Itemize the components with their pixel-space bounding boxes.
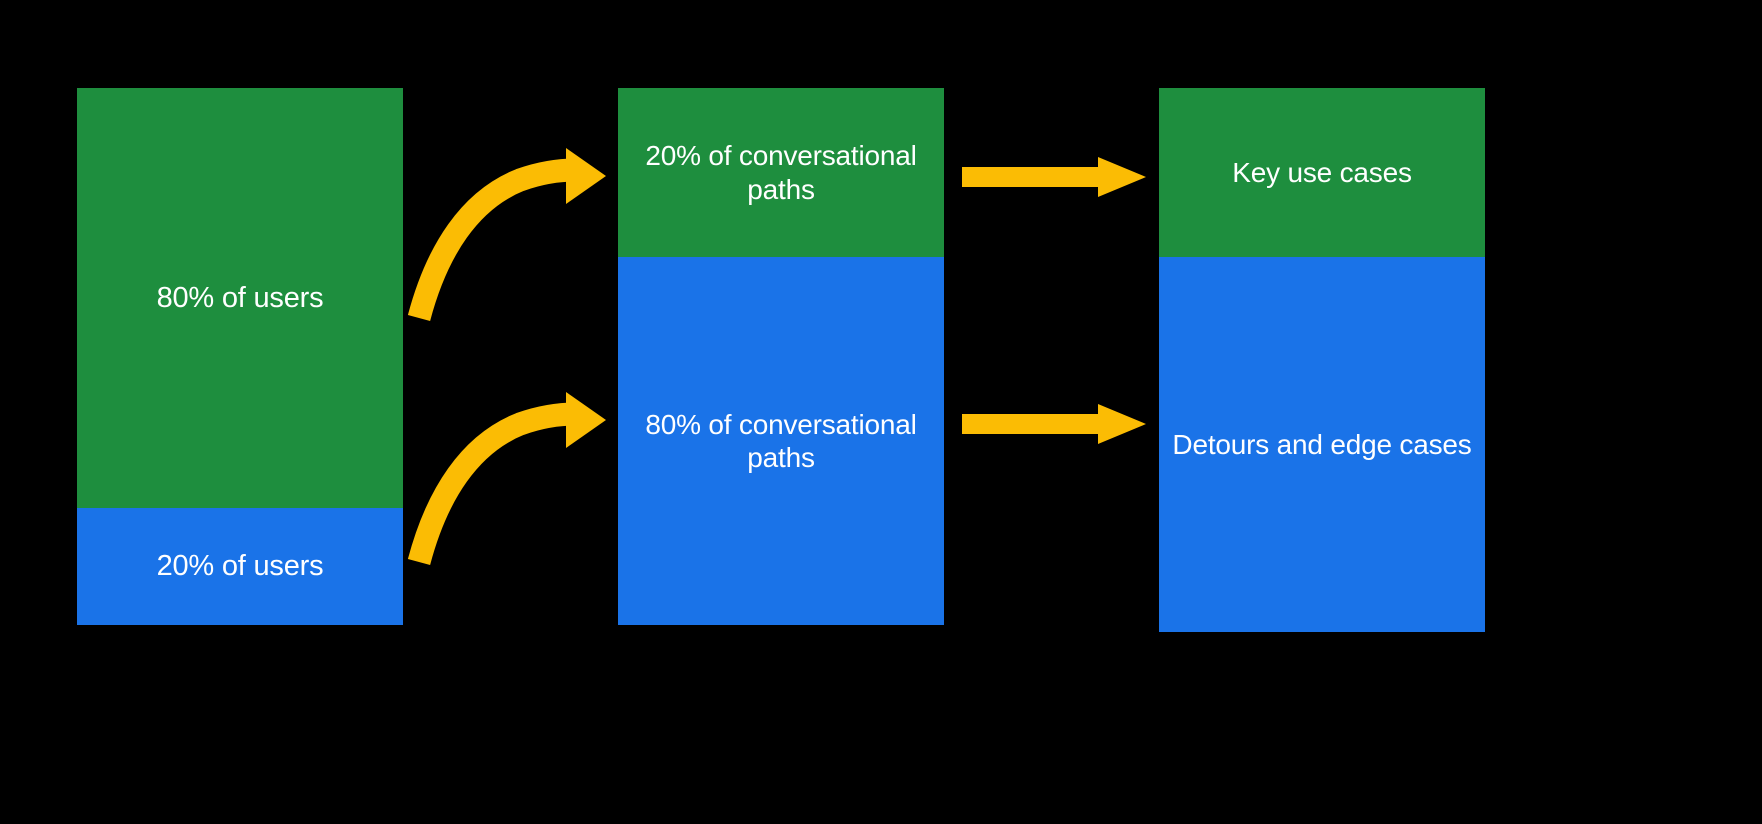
segment-label-users-majority: 80% of users <box>156 281 324 314</box>
straight-arrow-paths-to-key-use-cases[interactable] <box>958 158 1150 200</box>
segment-users-minority[interactable]: 20% of users <box>77 508 403 625</box>
conversational-paths-column: 20% of conversational paths 80% of conve… <box>618 88 944 625</box>
curved-arrow-users-to-key-paths[interactable] <box>405 150 610 330</box>
segment-label-key-use-cases: Key use cases <box>1232 156 1412 188</box>
segment-users-majority[interactable]: 80% of users <box>77 88 403 508</box>
segment-label-paths-minority: 20% of conversational paths <box>645 140 917 205</box>
user-distribution-column: 80% of users 20% of users <box>77 88 403 625</box>
outcomes-column: Key use cases Detours and edge cases <box>1159 88 1485 632</box>
segment-label-detours-edge-cases: Detours and edge cases <box>1172 428 1472 460</box>
segment-paths-minority[interactable]: 20% of conversational paths <box>618 88 944 257</box>
segment-outcome-detours[interactable]: Detours and edge cases <box>1159 257 1485 632</box>
straight-arrow-paths-to-detours[interactable] <box>958 405 1150 447</box>
curved-arrow-users-to-detour-paths[interactable] <box>405 395 610 570</box>
segment-label-users-minority: 20% of users <box>156 550 324 583</box>
segment-label-paths-majority: 80% of conversational paths <box>645 408 917 473</box>
segment-paths-majority[interactable]: 80% of conversational paths <box>618 257 944 625</box>
segment-outcome-key-use-cases[interactable]: Key use cases <box>1159 88 1485 257</box>
